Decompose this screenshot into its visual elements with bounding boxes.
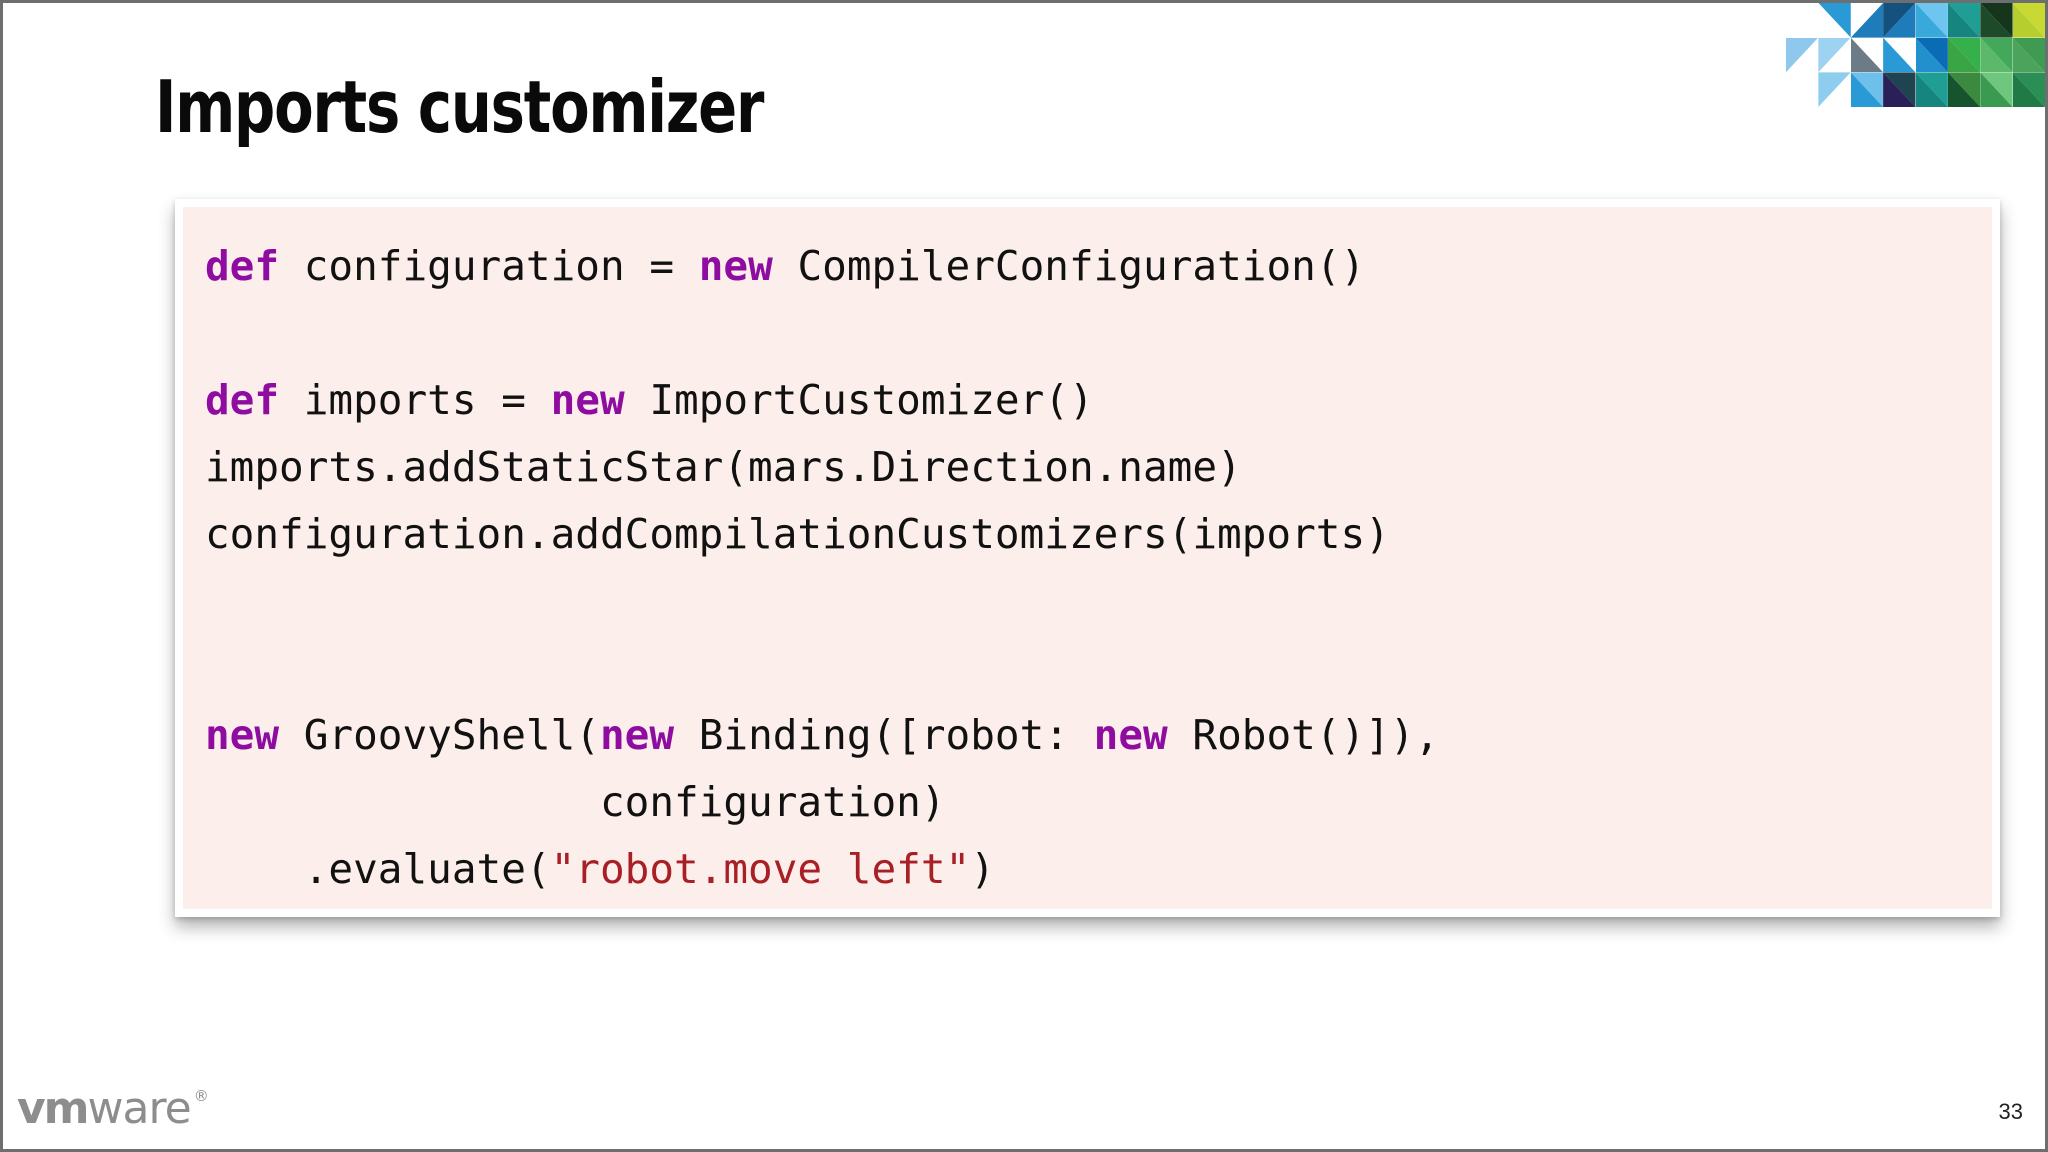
- mosaic-tile: [1947, 72, 1981, 107]
- mosaic-tile: [1818, 3, 1851, 38]
- mosaic-tile: [1883, 72, 1916, 107]
- code-string: "robot.move left": [550, 845, 971, 893]
- code-token: ImportCustomizer(): [624, 376, 1094, 424]
- code-token: imports.addStaticStar(mars.Direction.nam…: [205, 443, 1242, 491]
- code-token: ): [970, 845, 995, 893]
- code-keyword: new: [1093, 711, 1168, 759]
- code-token: Robot()]),: [1167, 711, 1440, 759]
- mosaic-tile: [1850, 72, 1884, 107]
- code-keyword: new: [550, 376, 625, 424]
- mosaic-tile: [1883, 37, 1916, 73]
- mosaic-tile: [1883, 3, 1916, 38]
- mosaic-tile: [1915, 72, 1948, 107]
- mosaic-tile: [1915, 3, 1948, 38]
- code-card: def configuration = new CompilerConfigur…: [175, 199, 2000, 917]
- mosaic-tile: [2012, 37, 2045, 73]
- mosaic-tile: [1980, 72, 2013, 107]
- code-token: configuration): [205, 778, 946, 826]
- code-token: GroovyShell(: [279, 711, 600, 759]
- code-keyword: def: [205, 376, 280, 424]
- mosaic-tile: [1818, 37, 1851, 73]
- mosaic-tile: [1915, 37, 1948, 73]
- mosaic-tile: [1947, 3, 1981, 38]
- code-keyword: def: [205, 242, 280, 290]
- code-text: def configuration = new CompilerConfigur…: [205, 233, 1992, 903]
- mosaic-tile: [1786, 72, 1819, 107]
- mosaic-tile: [2012, 3, 2045, 38]
- vmware-triangle-mosaic-icon: [1786, 3, 2045, 107]
- mosaic-tile: [1980, 37, 2013, 73]
- mosaic-tile: [1818, 72, 1851, 107]
- code-token: imports =: [279, 376, 551, 424]
- code-token: configuration =: [279, 242, 699, 290]
- mosaic-tile: [1947, 37, 1981, 73]
- page-title: Imports customizer: [155, 65, 764, 149]
- code-token: Binding([robot:: [674, 711, 1094, 759]
- code-token: CompilerConfiguration(): [772, 242, 1366, 290]
- code-block: def configuration = new CompilerConfigur…: [183, 207, 1992, 909]
- page-number: 33: [1998, 1099, 2023, 1124]
- mosaic-tile: [1850, 37, 1884, 73]
- mosaic-tile: [1786, 3, 1819, 38]
- mosaic-tile: [1850, 3, 1884, 38]
- logo-vm-text: vm: [17, 1083, 90, 1134]
- code-keyword: new: [698, 242, 773, 290]
- mosaic-tile: [1786, 37, 1819, 73]
- registered-mark-icon: ®: [193, 1087, 209, 1105]
- mosaic-tile: [2012, 72, 2045, 107]
- mosaic-tile: [1980, 3, 2013, 38]
- code-token: configuration.addCompilationCustomizers(…: [205, 510, 1390, 558]
- code-token: .evaluate(: [205, 845, 551, 893]
- code-keyword: new: [599, 711, 675, 759]
- code-keyword: new: [205, 711, 280, 759]
- logo-ware-text: ware: [87, 1083, 192, 1134]
